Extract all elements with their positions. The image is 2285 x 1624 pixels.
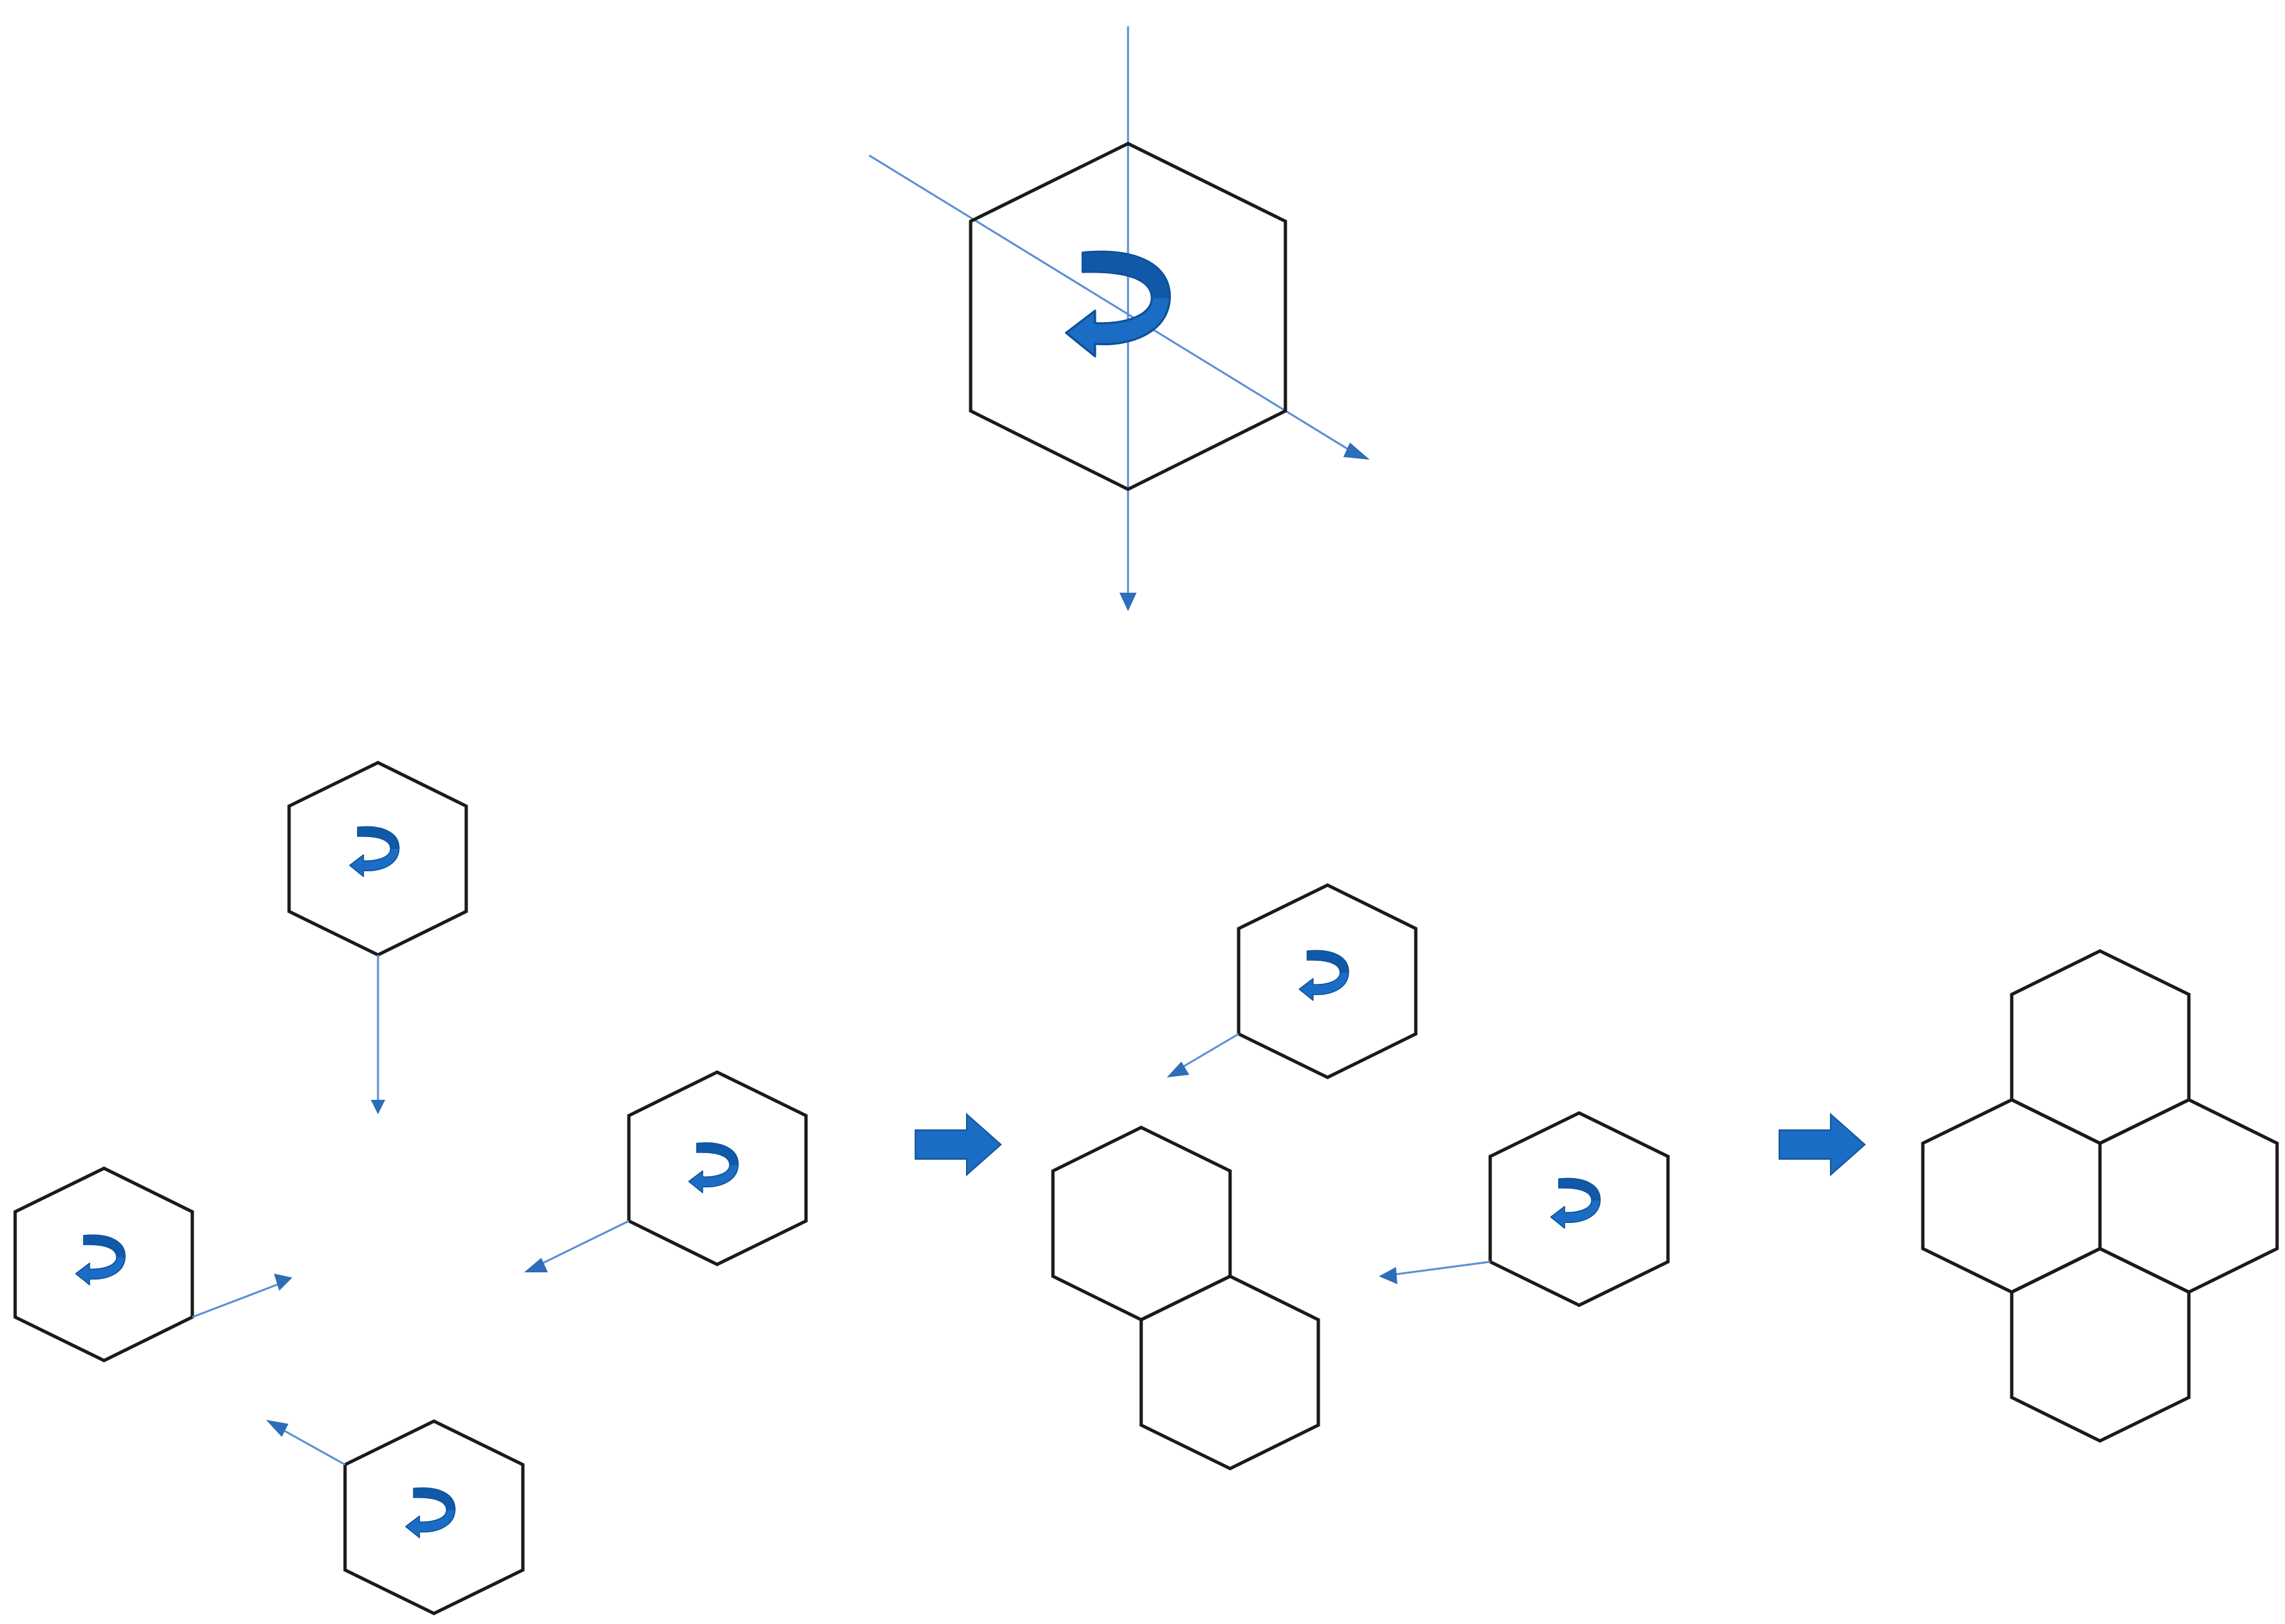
hexagon-left	[13, 1166, 194, 1363]
rotation-arrow-icon	[1299, 950, 1349, 1001]
motion-arrow-right	[534, 1220, 630, 1268]
rotation-arrow-icon	[1550, 1177, 1601, 1229]
motion-arrow-bottom	[276, 1425, 346, 1466]
diagonal-axis-line	[869, 154, 1357, 456]
motion-arrow-approach-top	[1175, 1033, 1239, 1072]
hexagon-approaching-top	[1237, 883, 1418, 1079]
motion-arrowhead-left	[274, 1274, 292, 1291]
stage-partial-assembly	[1051, 883, 1670, 1471]
hexagon-cluster-bottom	[2010, 1247, 2191, 1443]
stage-assembled-cluster	[1921, 949, 2279, 1443]
motion-arrowhead-approach-top	[1167, 1062, 1189, 1077]
hexagon-right	[627, 1070, 808, 1266]
vertical-axis-arrowhead	[1119, 593, 1137, 611]
motion-arrowhead-right	[524, 1258, 548, 1272]
hexagon-approaching-right	[1488, 1111, 1670, 1307]
right-arrow-icon	[915, 1114, 1002, 1176]
rotation-arrow-icon	[75, 1234, 126, 1286]
stage-scattered-hexagons	[13, 761, 808, 1615]
rotation-arrow-icon	[405, 1487, 456, 1538]
right-arrow-icon	[1779, 1114, 1866, 1176]
motion-arrow-left	[192, 1282, 282, 1318]
hexagon-joined-lower	[1139, 1274, 1320, 1471]
hexagon-bottom	[343, 1419, 525, 1615]
rotation-arrow-icon	[1065, 250, 1171, 358]
rotation-arrow-icon	[349, 826, 400, 877]
motion-arrowhead-bottom	[266, 1420, 288, 1437]
rotation-arrow-icon	[688, 1142, 739, 1193]
diagonal-axis-arrowhead	[1343, 443, 1370, 460]
hexagon-large	[969, 142, 1287, 491]
motion-arrowhead-top	[371, 1100, 385, 1114]
motion-arrowhead-approach-right	[1379, 1267, 1397, 1284]
motion-arrow-approach-right	[1390, 1260, 1491, 1276]
hexagon-top	[287, 761, 468, 957]
stage-single-hexagon	[869, 26, 1370, 611]
